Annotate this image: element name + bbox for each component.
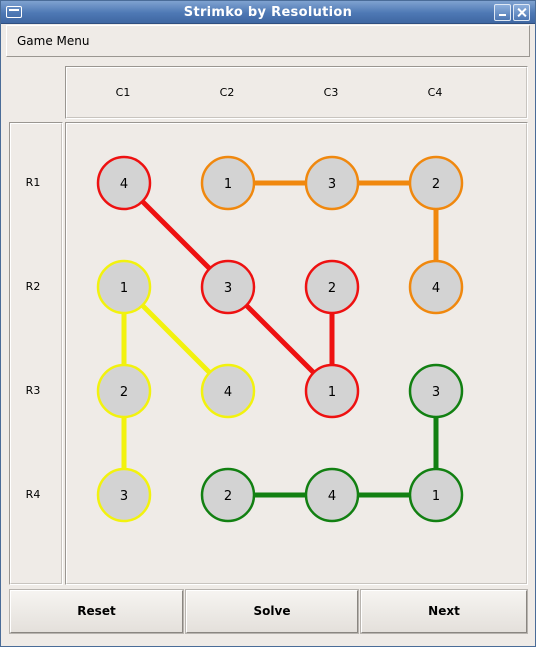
cell-circle[interactable]	[96, 155, 152, 211]
menu-bar: Game Menu	[6, 25, 530, 57]
cell-value: 3	[328, 177, 336, 192]
cell-value: 1	[120, 281, 128, 296]
cell-r2-c3[interactable]: 2	[304, 259, 360, 315]
cell-circle[interactable]	[200, 259, 256, 315]
cell-r4-c1[interactable]: 3	[96, 467, 152, 523]
solve-button[interactable]: Solve	[186, 590, 358, 633]
cell-circle[interactable]	[304, 467, 360, 523]
cell-circle[interactable]	[408, 363, 464, 419]
cell-value: 4	[120, 177, 128, 192]
cell-r4-c3[interactable]: 4	[304, 467, 360, 523]
cell-circle[interactable]	[96, 363, 152, 419]
cell-value: 1	[432, 489, 440, 504]
cell-circle[interactable]	[408, 155, 464, 211]
cell-r2-c4[interactable]: 4	[408, 259, 464, 315]
row-header-r3: R3	[25, 384, 41, 397]
cell-r3-c4[interactable]: 3	[408, 363, 464, 419]
cell-value: 2	[120, 385, 128, 400]
cell-r1-c2[interactable]: 1	[200, 155, 256, 211]
cell-r3-c1[interactable]: 2	[96, 363, 152, 419]
cell-circle[interactable]	[304, 155, 360, 211]
cell-circle[interactable]	[96, 259, 152, 315]
cell-value: 3	[432, 385, 440, 400]
window-menu-icon[interactable]	[6, 6, 22, 18]
cell-r3-c2[interactable]: 4	[200, 363, 256, 419]
cell-r4-c4[interactable]: 1	[408, 467, 464, 523]
cell-r3-c3[interactable]: 1	[304, 363, 360, 419]
cell-circle[interactable]	[96, 467, 152, 523]
row-header-r2: R2	[25, 280, 41, 293]
cell-value: 4	[432, 281, 440, 296]
cell-circle[interactable]	[200, 155, 256, 211]
row-header-panel	[9, 122, 63, 585]
cell-value: 2	[224, 489, 232, 504]
cell-circle[interactable]	[408, 259, 464, 315]
reset-button[interactable]: Reset	[10, 590, 183, 633]
cell-value: 4	[328, 489, 336, 504]
minimize-icon[interactable]	[494, 4, 511, 21]
column-header-c4: C4	[427, 86, 443, 99]
close-icon[interactable]	[513, 4, 530, 21]
cell-value: 1	[328, 385, 336, 400]
cell-value: 3	[120, 489, 128, 504]
column-header-c2: C2	[219, 86, 235, 99]
cell-value: 2	[432, 177, 440, 192]
column-header-c1: C1	[115, 86, 131, 99]
cell-r1-c1[interactable]: 4	[96, 155, 152, 211]
cell-value: 2	[328, 281, 336, 296]
window-title: Strimko by Resolution	[183, 5, 353, 20]
cell-circle[interactable]	[408, 467, 464, 523]
cell-r2-c1[interactable]: 1	[96, 259, 152, 315]
column-header-c3: C3	[323, 86, 339, 99]
game-menu[interactable]: Game Menu	[17, 34, 90, 48]
cell-circle[interactable]	[200, 363, 256, 419]
cell-value: 1	[224, 177, 232, 192]
column-header-panel	[65, 66, 528, 119]
cell-value: 4	[224, 385, 232, 400]
cell-r1-c3[interactable]: 3	[304, 155, 360, 211]
cell-circle[interactable]	[304, 259, 360, 315]
cell-circle[interactable]	[200, 467, 256, 523]
cell-r4-c2[interactable]: 2	[200, 467, 256, 523]
cell-circle[interactable]	[304, 363, 360, 419]
next-button[interactable]: Next	[361, 590, 527, 633]
cell-r1-c4[interactable]: 2	[408, 155, 464, 211]
row-header-r4: R4	[25, 488, 41, 501]
title-bar[interactable]: Strimko by Resolution	[1, 1, 535, 24]
cell-r2-c2[interactable]: 3	[200, 259, 256, 315]
cell-value: 3	[224, 281, 232, 296]
row-header-r1: R1	[25, 176, 41, 189]
